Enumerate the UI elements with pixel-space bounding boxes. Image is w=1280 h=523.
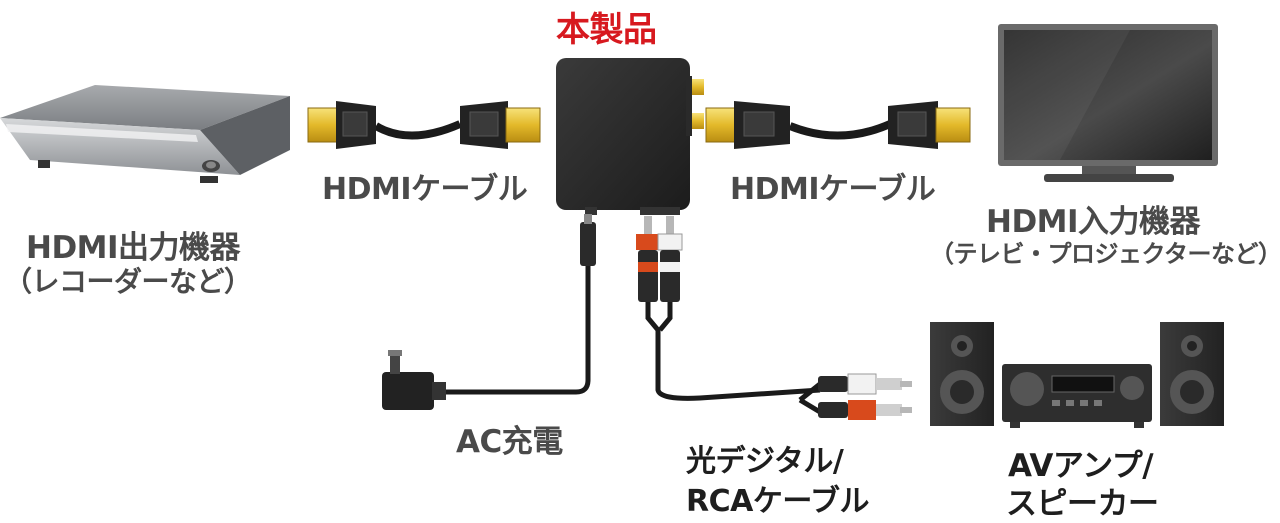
audio-cable-label-line2: RCAケーブル xyxy=(686,484,870,519)
source-device-note: （レコーダーなど） xyxy=(4,265,252,298)
rca-plug-pair-bottom-icon xyxy=(798,373,912,420)
hdmi-cable-right-label: HDMIケーブル xyxy=(730,172,936,207)
av-amp-icon xyxy=(1002,364,1152,428)
hdmi-cable-right-icon xyxy=(705,101,971,149)
audio-cable-label-line1: 光デジタル/ xyxy=(686,444,844,479)
amp-label-line2: スピーカー xyxy=(1006,486,1159,522)
ac-adapter-icon xyxy=(382,214,596,410)
source-device-label: HDMI出力機器 xyxy=(26,230,241,266)
product-label: 本製品 xyxy=(556,10,657,50)
hdmi-cable-left-icon xyxy=(307,101,541,149)
speaker-left-icon xyxy=(930,322,994,426)
hdmi-cable-left-label: HDMIケーブル xyxy=(322,172,528,207)
sink-device-note: （テレビ・プロジェクターなど） xyxy=(930,240,1280,268)
amp-label-line1: AVアンプ/ xyxy=(1008,448,1154,484)
tv-icon xyxy=(998,24,1218,182)
rca-plug-pair-top-icon xyxy=(636,216,821,401)
speaker-right-icon xyxy=(1160,322,1224,426)
ac-power-label: AC充電 xyxy=(456,424,563,460)
recorder-icon xyxy=(0,85,290,183)
sink-device-label: HDMI入力機器 xyxy=(986,204,1201,240)
product-device-icon xyxy=(556,58,704,215)
